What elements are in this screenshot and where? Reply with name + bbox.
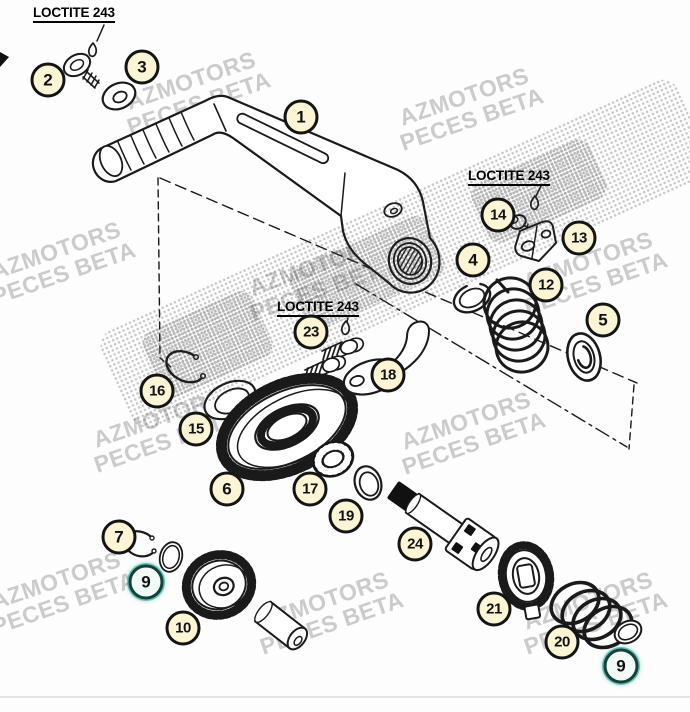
part-grip-washer — [101, 81, 137, 111]
part-gear-pin — [253, 600, 309, 651]
part-thrust-washer — [353, 465, 383, 501]
part-pawl-screws — [304, 337, 365, 382]
part-badge-5[interactable]: 5 — [585, 302, 621, 338]
part-needle-bearing — [311, 440, 355, 478]
part-badge-2[interactable]: 2 — [30, 62, 66, 98]
part-badge-3[interactable]: 3 — [124, 49, 160, 85]
part-ratchet-gear — [497, 541, 555, 621]
part-badge-4[interactable]: 4 — [455, 242, 491, 278]
loctite-label-center: LOCTITE 243 — [277, 299, 359, 317]
part-badge-1[interactable]: 1 — [283, 99, 319, 135]
part-badge-12[interactable]: 12 — [528, 267, 564, 303]
part-grip-screw — [62, 52, 100, 89]
part-spring-bracket — [514, 220, 557, 262]
part-badge-15[interactable]: 15 — [178, 411, 214, 447]
part-badge-14[interactable]: 14 — [480, 197, 516, 233]
part-badge-18[interactable]: 18 — [370, 357, 406, 393]
part-spring-washer — [613, 619, 643, 645]
part-badge-21[interactable]: 21 — [476, 591, 512, 627]
part-idler-gear — [181, 550, 257, 620]
part-badge-6[interactable]: 6 — [209, 471, 245, 507]
part-badge-16[interactable]: 16 — [139, 373, 175, 409]
part-badge-24[interactable]: 24 — [397, 526, 433, 562]
part-circlip-upper — [165, 349, 207, 384]
loctite-label-top: LOCTITE 243 — [33, 5, 115, 23]
part-badge-17[interactable]: 17 — [292, 471, 328, 507]
part-badge-23[interactable]: 23 — [293, 314, 329, 350]
page-edge-mark — [0, 52, 9, 67]
part-badge-10[interactable]: 10 — [165, 610, 201, 646]
part-kickstart-shaft — [387, 481, 500, 572]
part-badge-9[interactable]: 9 — [128, 564, 164, 600]
part-main-gear — [215, 372, 359, 482]
part-badge-20[interactable]: 20 — [544, 624, 580, 660]
part-seal-ring — [566, 332, 602, 382]
part-kick-starter-lever — [91, 94, 441, 294]
grip-knurl-lines — [117, 111, 195, 171]
part-badge-13[interactable]: 13 — [561, 220, 597, 256]
loctite-label-right: LOCTITE 243 — [468, 168, 550, 186]
part-badge-9-alt[interactable]: 9 — [603, 648, 639, 684]
part-badge-7[interactable]: 7 — [101, 519, 137, 555]
part-thin-washer — [158, 541, 184, 573]
part-badge-19[interactable]: 19 — [328, 498, 364, 534]
